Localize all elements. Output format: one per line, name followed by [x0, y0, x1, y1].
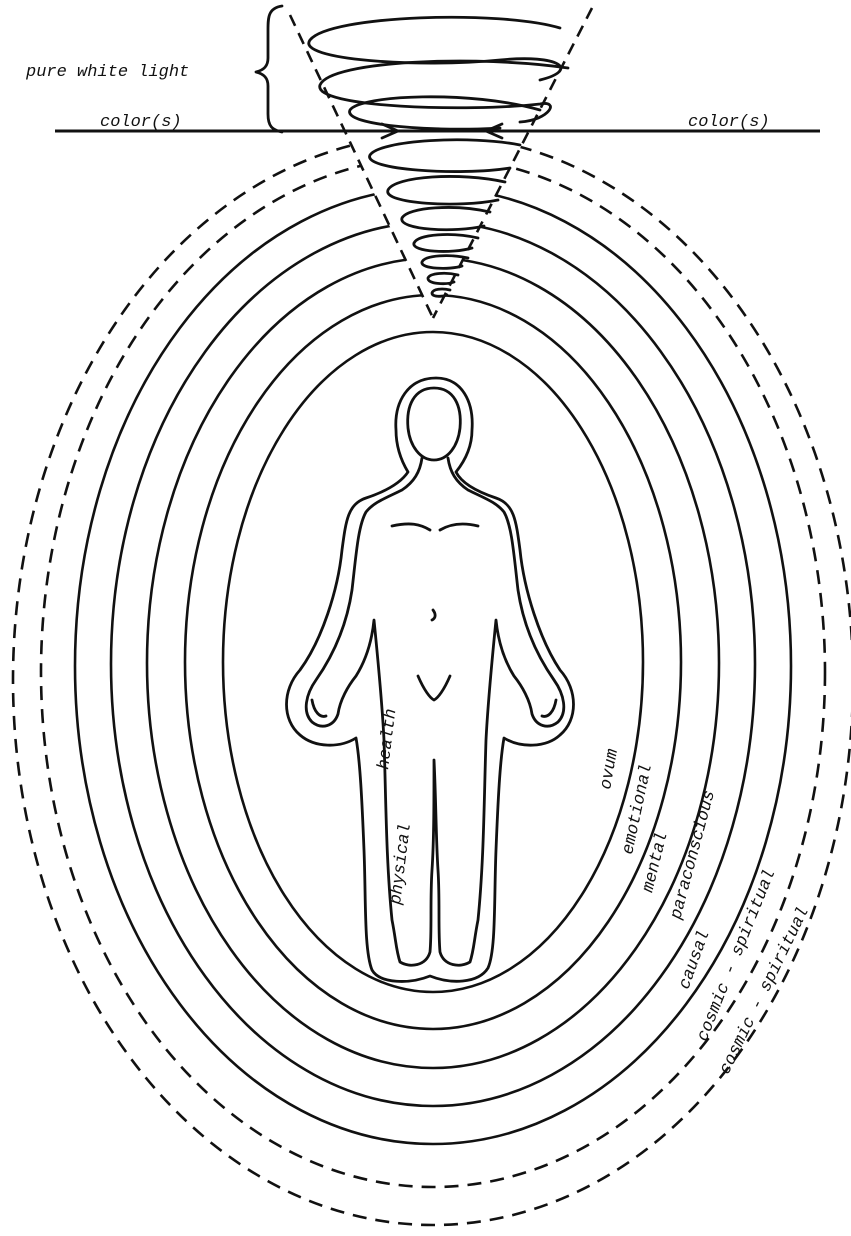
aura-emotional — [185, 295, 681, 1029]
label-causal: causal — [676, 928, 715, 992]
head — [408, 388, 461, 460]
label-ovum: ovum — [597, 748, 623, 791]
brace — [256, 6, 282, 132]
label-health: health — [375, 708, 401, 771]
human-figure — [287, 378, 574, 981]
label-pure-white-light: pure white light — [25, 63, 189, 82]
label-color-left: color(s) — [100, 113, 182, 132]
aura-paraconscious — [111, 222, 755, 1106]
label-color-right: color(s) — [688, 113, 770, 132]
label-physical: physical — [387, 822, 416, 906]
aura-ovum — [223, 332, 643, 992]
label-mental: mental — [639, 830, 672, 894]
aura-mental — [147, 258, 719, 1068]
label-paraconscious: paraconscious — [667, 789, 720, 923]
light-funnel — [290, 8, 592, 318]
